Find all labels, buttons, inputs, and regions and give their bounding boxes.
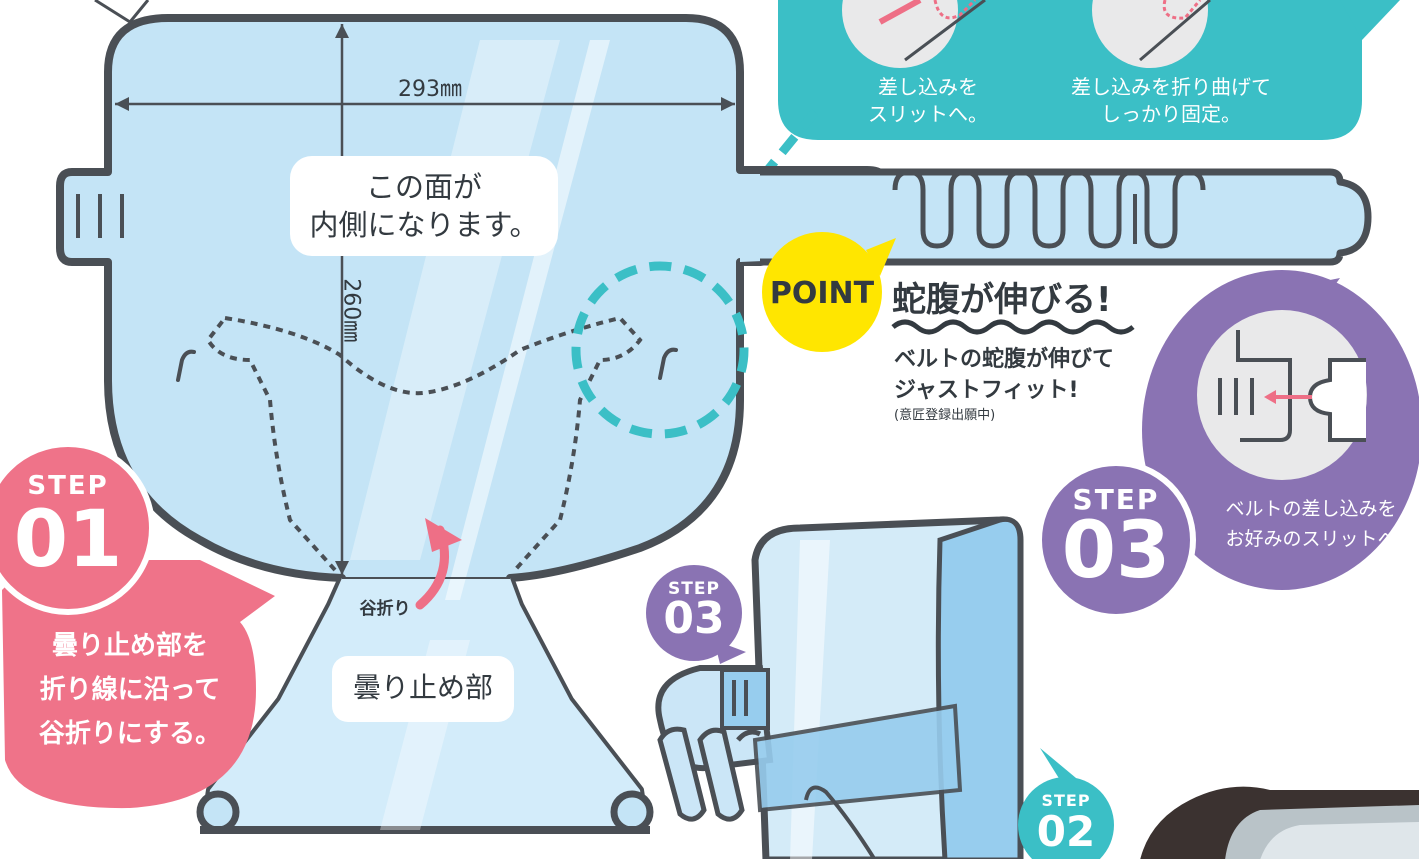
step03-small-word: STEP xyxy=(668,579,720,599)
insert-detail-circle-right xyxy=(1092,0,1208,68)
step02-number: 02 xyxy=(1036,807,1096,856)
worn-shield-illustration xyxy=(655,516,1114,859)
insert-caption-right: 差し込みを折り曲げて しっかり固定。 xyxy=(1071,75,1271,126)
step03-small-number: 03 xyxy=(663,593,725,644)
fold-label: 谷折り xyxy=(359,599,411,619)
antifog-label-box xyxy=(332,656,514,722)
insert-caption-left: 差し込みを スリットへ。 xyxy=(868,75,988,126)
step01-number: 01 xyxy=(13,495,123,585)
height-dimension-label: 260㎜ xyxy=(338,278,364,343)
point-note: (意匠登録出願中) xyxy=(894,408,996,423)
step01-callout xyxy=(0,441,275,809)
step02-word: STEP xyxy=(1041,791,1091,810)
step01-word: STEP xyxy=(27,471,109,501)
step03-callout xyxy=(1036,270,1419,620)
step03-small-badge xyxy=(646,565,746,664)
step03-number: 03 xyxy=(1061,506,1171,596)
step03-word: STEP xyxy=(1072,483,1160,516)
antifog-label: 曇り止め部 xyxy=(352,671,493,704)
inner-note-box xyxy=(290,156,558,256)
width-dimension-label: 293㎜ xyxy=(398,77,462,102)
point-badge-text: POINT xyxy=(769,276,875,311)
inner-note-text: この面が 内側になります。 xyxy=(309,170,539,242)
step01-text: 曇り止め部を 折り線に沿って 谷折りにする。 xyxy=(38,631,222,749)
belt-strap xyxy=(740,168,1372,266)
insert-detail-circle-left xyxy=(842,0,958,68)
point-highlight-circle xyxy=(571,261,749,439)
insert-instruction-panel xyxy=(778,0,1400,140)
step03-text: ベルトの差し込みを お好みのスリットへ xyxy=(1225,498,1397,550)
point-badge xyxy=(762,232,1135,352)
point-description: ベルトの蛇腹が伸びて ジャストフィット! xyxy=(894,347,1115,403)
point-title: 蛇腹が伸びる! xyxy=(892,280,1112,320)
photo-corner xyxy=(1140,786,1419,859)
